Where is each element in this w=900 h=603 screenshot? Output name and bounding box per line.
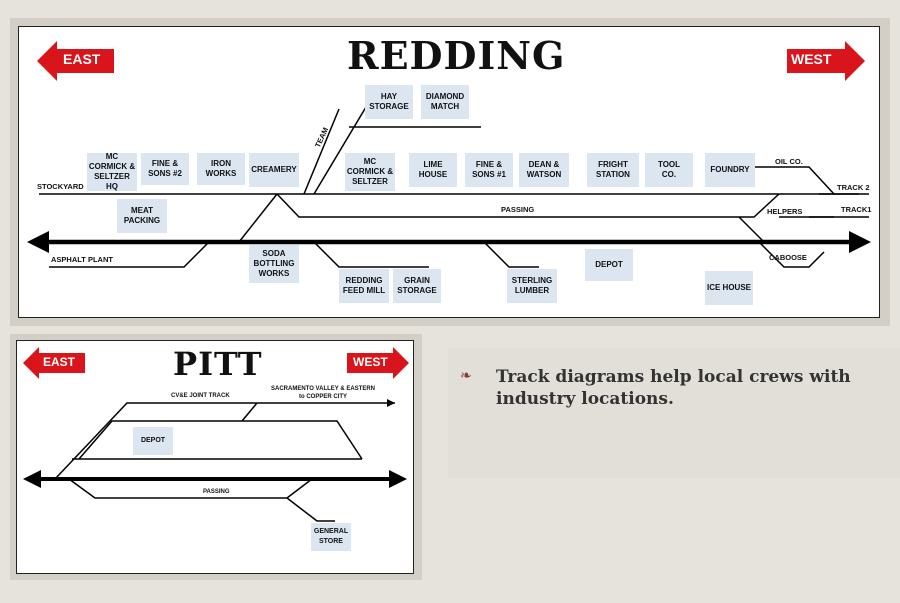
pitt-west-arrow-icon <box>347 347 409 379</box>
stockyard-label: STOCKYARD <box>37 182 84 191</box>
industry-fine-sons-2: FINE & SONS #2 <box>141 153 189 185</box>
helpers-label: HELPERS <box>767 207 803 216</box>
industry-tool-co: TOOL CO. <box>645 153 693 187</box>
fleuron-bullet-icon: ❧ <box>460 368 472 384</box>
industry-dean-watson: DEAN & WATSON <box>519 153 569 187</box>
industry-meat-packing: MEAT PACKING <box>117 199 167 233</box>
pitt-passing-label: PASSING <box>203 489 230 495</box>
bullet-region: ❧ Track diagrams help local crews with i… <box>448 348 900 478</box>
industry-foundry: FOUNDRY <box>705 153 755 187</box>
pitt-track-lines <box>23 347 409 522</box>
industry-mc-cormick-seltzer-hq: MC CORMICK & SELTZER HQ <box>87 152 137 191</box>
industry-fine-sons-1: FINE & SONS #1 <box>465 153 513 187</box>
industry-iron-works: IRON WORKS <box>197 153 245 185</box>
industry-hay-storage: HAY STORAGE <box>365 85 413 119</box>
track2-label: TRACK 2 <box>837 183 870 192</box>
industry-sterling-lumber: STERLING LUMBER <box>507 269 557 303</box>
west-label: WEST <box>791 51 832 67</box>
oil-co-label: OIL CO. <box>775 157 803 166</box>
pitt-west-label: WEST <box>353 355 388 369</box>
industry-redding-feed-mill: REDDING FEED MILL <box>339 269 389 303</box>
east-label: EAST <box>63 51 101 67</box>
industry-fright-station: FRIGHT STATION <box>587 153 639 187</box>
industry-diamond-match: DIAMOND MATCH <box>421 85 469 119</box>
industry-ice-house: ICE HOUSE <box>705 271 753 305</box>
pitt-general-store: GENERAL STORE <box>311 523 351 551</box>
pitt-east-arrow-icon <box>23 347 85 379</box>
bullet-text: Track diagrams help local crews with ind… <box>496 367 851 409</box>
pitt-east-label: EAST <box>43 355 76 369</box>
industry-grain-storage: GRAIN STORAGE <box>393 269 441 303</box>
industry-soda-bottling-works: SODA BOTTLING WORKS <box>249 245 299 283</box>
asphalt-plant-label: ASPHALT PLANT <box>51 255 113 264</box>
industry-mc-cormick-seltzer: MC CORMICK & SELTZER <box>345 153 395 191</box>
redding-track-lines <box>27 41 871 268</box>
redding-diagram: EAST WEST REDDING STOCKYARD ASPHALT PLAN… <box>18 26 880 318</box>
pitt-title: PITT <box>173 345 263 383</box>
redding-title: REDDING <box>347 33 566 78</box>
cve-joint-track-label: CV&E JOINT TRACK <box>171 393 230 399</box>
caboose-label: CABOOSE <box>769 253 807 262</box>
industry-creamery: CREAMERY <box>249 153 299 187</box>
west-arrow-icon <box>787 41 865 81</box>
passing-label: PASSING <box>501 205 535 214</box>
east-arrow-icon <box>37 41 114 81</box>
sve-copper-city-label: SACRAMENTO VALLEY & EASTERN to COPPER CI… <box>271 386 376 400</box>
track1-label: TRACK1 <box>841 205 872 214</box>
industry-lime-house: LIME HOUSE <box>409 153 457 187</box>
pitt-depot: DEPOT <box>133 427 173 455</box>
industry-depot: DEPOT <box>585 249 633 281</box>
pitt-diagram: EAST WEST PITT CV&E JOINT TRACK SACRAMEN… <box>16 340 414 574</box>
